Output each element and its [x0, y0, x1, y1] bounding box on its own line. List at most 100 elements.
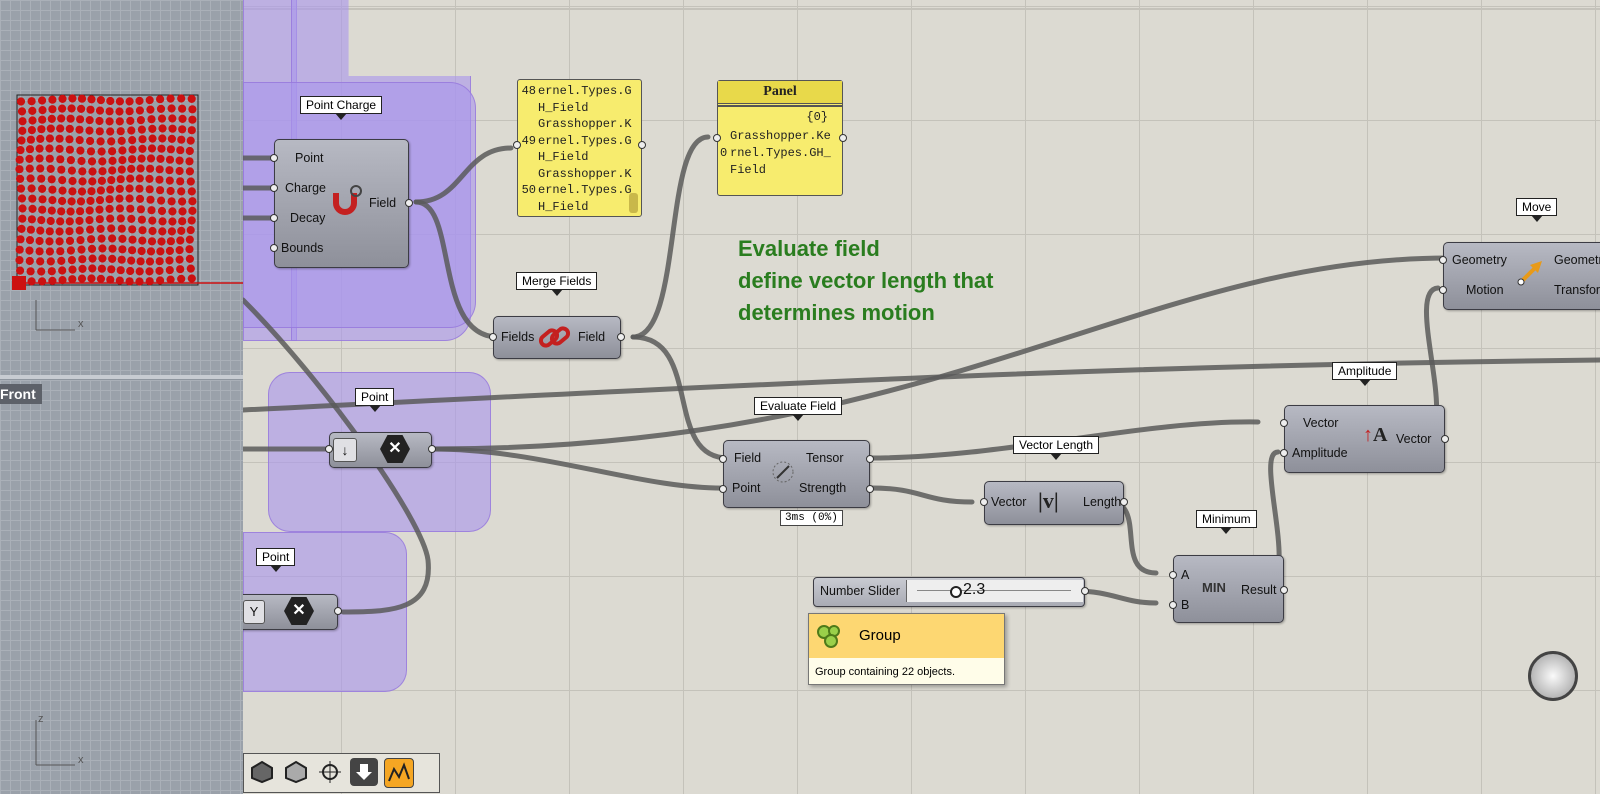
- input-jack[interactable]: [713, 134, 721, 142]
- grid-point: [178, 217, 187, 226]
- input-jack[interactable]: [719, 455, 727, 463]
- grid-point: [28, 194, 37, 203]
- vector-length-icon: |v|: [1038, 488, 1059, 513]
- minimum-input-b[interactable]: B: [1181, 598, 1190, 612]
- output-jack[interactable]: [1120, 498, 1128, 506]
- amplitude-output-vector[interactable]: Vector: [1396, 432, 1432, 446]
- vector-length-component[interactable]: Vector Length |v|: [980, 481, 1128, 525]
- merge-fields-input[interactable]: Fields: [501, 330, 535, 344]
- input-jack[interactable]: [513, 141, 521, 149]
- input-jack[interactable]: [489, 333, 497, 341]
- move-component[interactable]: Geometry Motion Geometry Transform: [1439, 242, 1600, 310]
- bake-download-icon[interactable]: [350, 758, 378, 786]
- grid-point: [18, 126, 27, 135]
- input-jack[interactable]: [1439, 256, 1447, 264]
- vector-length-output[interactable]: Length: [1083, 495, 1122, 509]
- point-charge-component[interactable]: Point Charge Decay Bounds Field: [270, 139, 413, 268]
- preview-selected-icon[interactable]: [316, 758, 344, 786]
- input-jack[interactable]: [325, 445, 333, 453]
- grasshopper-canvas[interactable]: Point Charge Point Charge Decay Bounds F…: [243, 0, 1600, 794]
- move-input-geometry[interactable]: Geometry: [1452, 253, 1507, 267]
- preview-mesh-icon[interactable]: [248, 758, 276, 786]
- input-jack[interactable]: [270, 154, 278, 162]
- preview-wire-icon[interactable]: [282, 758, 310, 786]
- move-input-motion[interactable]: Motion: [1466, 283, 1504, 297]
- output-jack[interactable]: [866, 455, 874, 463]
- move-output-transform[interactable]: Transform: [1554, 283, 1600, 297]
- evaluate-field-input-point[interactable]: Point: [732, 481, 761, 495]
- grid-point: [167, 104, 176, 113]
- input-jack[interactable]: [270, 184, 278, 192]
- point-charge-input-charge[interactable]: Charge: [285, 181, 326, 195]
- grid-point: [168, 207, 177, 216]
- point-charge-input-point[interactable]: Point: [295, 151, 324, 165]
- evaluate-field-component[interactable]: Field Point Tensor Strength: [719, 440, 874, 508]
- minimum-component[interactable]: A B MIN Result: [1169, 555, 1288, 623]
- grid-point: [28, 116, 37, 125]
- canvas-navigation-compass[interactable]: [1528, 651, 1578, 701]
- point-param-component[interactable]: Y ✕: [243, 594, 342, 630]
- grid-point: [116, 266, 125, 275]
- panel-list-text: ernel.Types.G: [538, 183, 632, 197]
- grid-point: [88, 264, 97, 273]
- input-jack[interactable]: [1169, 601, 1177, 609]
- grid-point: [148, 216, 157, 225]
- input-jack[interactable]: [1169, 571, 1177, 579]
- slider-track[interactable]: 2.3: [906, 580, 1083, 602]
- input-jack[interactable]: [980, 498, 988, 506]
- amplitude-input-amplitude[interactable]: Amplitude: [1292, 446, 1348, 460]
- output-jack[interactable]: [1280, 586, 1288, 594]
- grid-point: [146, 195, 155, 204]
- input-jack[interactable]: [719, 485, 727, 493]
- output-jack[interactable]: [1441, 435, 1449, 443]
- output-jack[interactable]: [617, 333, 625, 341]
- merge-fields-output[interactable]: Field: [578, 330, 606, 344]
- output-jack[interactable]: [334, 607, 342, 615]
- minimum-input-a[interactable]: A: [1181, 568, 1190, 582]
- input-jack[interactable]: [1439, 286, 1447, 294]
- profiler-icon[interactable]: [384, 758, 414, 788]
- amplitude-input-vector[interactable]: Vector: [1303, 416, 1339, 430]
- vector-length-input[interactable]: Vector: [991, 495, 1027, 509]
- top-viewport[interactable]: x: [0, 0, 243, 377]
- text-panel[interactable]: Panel {0} 0 Grasshopper.Ke rnel.Types.GH…: [713, 80, 847, 196]
- evaluate-field-input-field[interactable]: Field: [734, 451, 762, 465]
- evaluate-field-output-strength[interactable]: Strength: [799, 481, 847, 495]
- viewport-front-label[interactable]: Front: [0, 384, 42, 404]
- tooltip-header: Group: [809, 614, 1004, 658]
- merge-fields-component[interactable]: Fields Field: [489, 316, 625, 359]
- viewport-separator[interactable]: [0, 375, 243, 379]
- move-output-geometry[interactable]: Geometry: [1554, 253, 1600, 267]
- output-jack[interactable]: [405, 199, 413, 207]
- minimum-output[interactable]: Result: [1241, 583, 1277, 597]
- grid-point: [127, 256, 136, 265]
- grid-point: [86, 136, 95, 146]
- input-jack[interactable]: [1280, 449, 1288, 457]
- amplitude-component[interactable]: Vector Amplitude Vector ↑A: [1280, 405, 1449, 473]
- input-jack[interactable]: [270, 214, 278, 222]
- point-param-component[interactable]: ↓ ✕: [325, 432, 436, 468]
- grid-point: [115, 117, 124, 126]
- point-charge-input-bounds[interactable]: Bounds: [281, 241, 324, 255]
- front-viewport[interactable]: z x: [0, 380, 243, 794]
- output-jack[interactable]: [428, 445, 436, 453]
- grid-point: [26, 174, 35, 183]
- output-jack[interactable]: [839, 134, 847, 142]
- point-charge-input-decay[interactable]: Decay: [290, 211, 326, 225]
- canvas-top-edge: [243, 8, 1600, 10]
- input-jack[interactable]: [270, 244, 278, 252]
- point-charge-output-field[interactable]: Field: [369, 196, 397, 210]
- evaluate-field-output-tensor[interactable]: Tensor: [806, 451, 844, 465]
- output-jack[interactable]: [1081, 587, 1089, 595]
- number-slider[interactable]: Number Slider 2.3: [813, 577, 1089, 607]
- slider-grip[interactable]: [950, 586, 962, 598]
- panel-scrollbar[interactable]: [629, 193, 638, 213]
- input-jack[interactable]: [1280, 419, 1288, 427]
- output-jack[interactable]: [866, 485, 874, 493]
- grid-point: [106, 185, 115, 194]
- grid-point: [115, 204, 125, 213]
- output-jack[interactable]: [638, 141, 646, 149]
- grid-point: [78, 264, 87, 273]
- wire: [630, 134, 711, 340]
